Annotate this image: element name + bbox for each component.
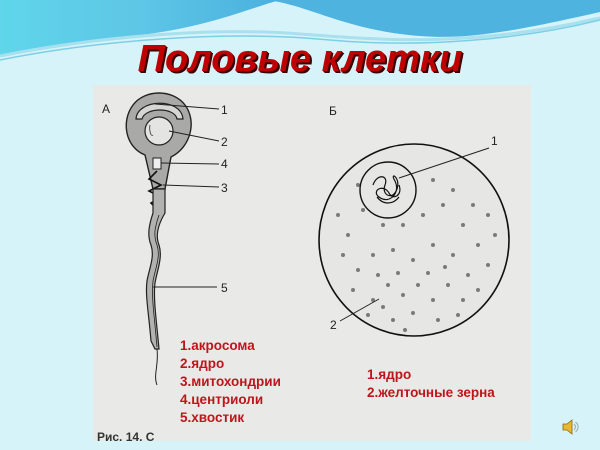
panel-a-letter: А: [102, 102, 110, 116]
germ-cells-diagram: А 1 2 4 3 5 Б: [97, 92, 510, 441]
page-title: Половые клетки: [137, 38, 463, 80]
legend-item: 1.акросома: [180, 338, 255, 353]
header-wave-decoration: [0, 0, 600, 80]
callout-1: 1: [221, 103, 228, 117]
yolk-granules: [336, 163, 497, 332]
egg-legend: 1.ядро 2.желточные зерна: [367, 366, 495, 402]
figure-caption-fragment: Рис. 14. С: [97, 430, 155, 441]
legend-item: 4.центриоли: [180, 392, 264, 407]
callout-3: 3: [221, 181, 228, 195]
sperm-cell-diagram: А 1 2 4 3 5: [102, 92, 228, 386]
sperm-legend: 1.акросома 2.ядро 3.митохондрии 4.центри…: [180, 337, 281, 427]
callout-2: 2: [221, 135, 228, 149]
legend-item: 1.ядро: [367, 367, 412, 382]
legend-item: 2.ядро: [180, 356, 225, 371]
callout-5: 5: [221, 281, 228, 295]
germ-cells-figure: А 1 2 4 3 5 Б: [93, 85, 531, 441]
callout-4: 4: [221, 157, 228, 171]
speaker-icon[interactable]: [560, 417, 580, 437]
legend-item: 2.желточные зерна: [367, 385, 495, 400]
egg-cell-diagram: Б: [318, 104, 510, 337]
panel-b-letter: Б: [329, 104, 337, 118]
egg-callout-2: 2: [330, 318, 337, 332]
legend-item: 5.хвостик: [180, 410, 245, 425]
legend-item: 3.митохондрии: [180, 374, 281, 389]
egg-callout-1: 1: [491, 134, 498, 148]
